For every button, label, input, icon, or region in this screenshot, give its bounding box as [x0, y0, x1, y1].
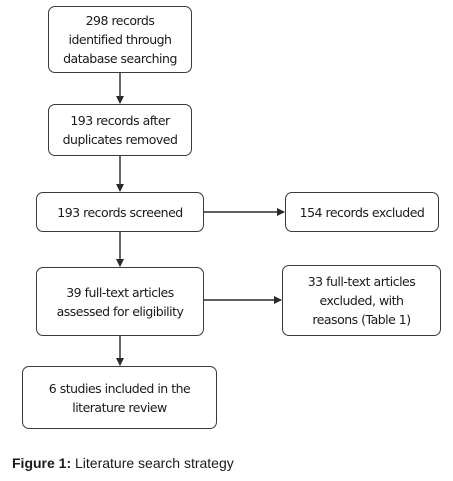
studies-included-box: 6 studies included in the literature rev…: [22, 366, 217, 429]
duplicates-removed-text: 193 records after duplicates removed: [62, 113, 178, 147]
records-screened-box: 193 records screened: [36, 192, 204, 232]
records-excluded-text: 154 records excluded: [299, 204, 425, 220]
figure-caption: Figure 1: Literature search strategy: [12, 455, 234, 471]
full-text-excluded-text: 33 full-text articles excluded, with rea…: [307, 274, 416, 327]
full-text-assessed-box: 39 full-text articles assessed for eligi…: [36, 267, 204, 336]
full-text-assessed-text: 39 full-text articles assessed for eligi…: [56, 284, 184, 319]
figure-caption-text: Literature search strategy: [71, 455, 234, 471]
full-text-excluded-box: 33 full-text articles excluded, with rea…: [282, 265, 441, 336]
records-screened-text: 193 records screened: [57, 204, 183, 220]
records-identified-text: 298 records identified through database …: [63, 13, 177, 66]
studies-included-text: 6 studies included in the literature rev…: [48, 380, 191, 415]
duplicates-removed-box: 193 records after duplicates removed: [48, 104, 192, 156]
records-identified-box: 298 records identified through database …: [48, 6, 192, 73]
records-excluded-box: 154 records excluded: [285, 192, 439, 232]
figure-caption-label: Figure 1:: [12, 455, 72, 471]
